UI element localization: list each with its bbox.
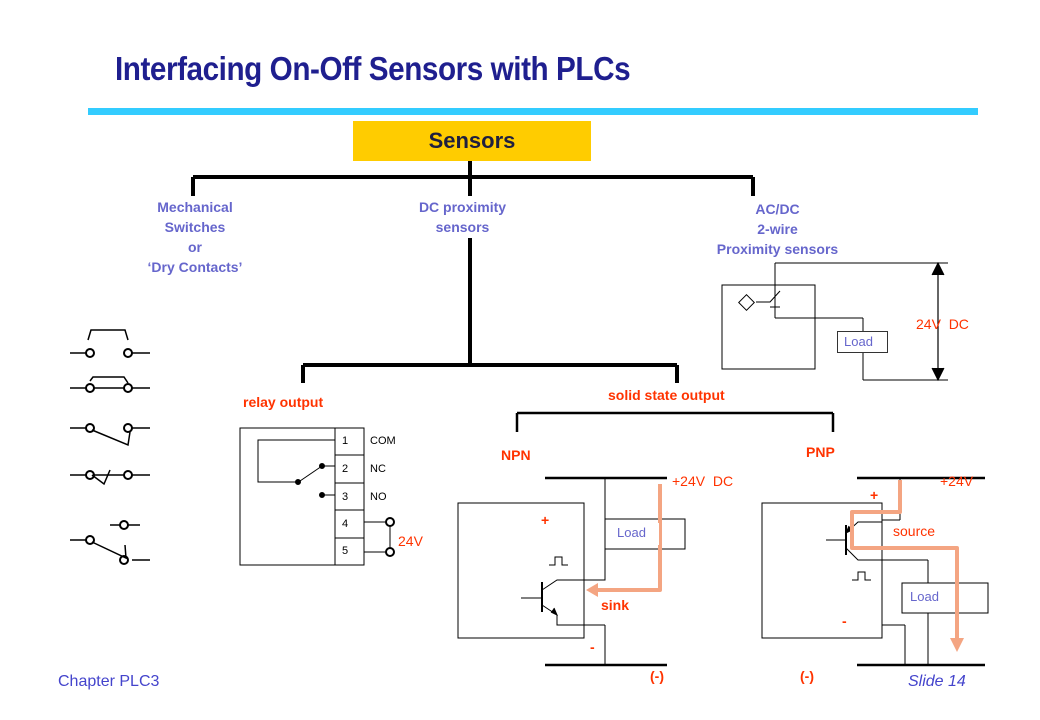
mechanical-switches-label: Mechanical Switches or ‘Dry Contacts’ <box>110 197 280 277</box>
mechanical-line-4: ‘Dry Contacts’ <box>147 259 243 275</box>
acdc-circuit <box>721 261 948 382</box>
pnp-source-label: source <box>893 523 936 539</box>
npn-minus-sign: - <box>590 639 595 655</box>
npn-plus-sign: + <box>541 512 550 528</box>
npn-circuit <box>457 476 686 667</box>
relay-no-label: NO <box>370 491 387 503</box>
dc-proximity-label: DC proximity sensors <box>380 197 545 237</box>
dc-proximity-line-1: DC proximity <box>418 199 507 215</box>
current-path-arrows <box>598 480 959 640</box>
acdc-proximity-label: AC/DC 2-wire Proximity sensors <box>690 199 865 259</box>
relay-pin-5: 5 <box>342 545 349 557</box>
pnp-supply-label: +24V <box>940 473 974 489</box>
acdc-load-box: Load <box>837 331 888 353</box>
relay-output-label: relay output <box>243 394 324 410</box>
relay-com-label: COM <box>370 435 396 447</box>
relay-supply-label: 24V <box>398 533 423 549</box>
page-title: Interfacing On-Off Sensors with PLCs <box>115 50 631 87</box>
relay-pin-1: 1 <box>342 435 349 447</box>
relay-pin-2: 2 <box>342 463 349 475</box>
acdc-voltage-label: 24V DC <box>916 316 969 332</box>
npn-supply-label: +24V DC <box>672 473 734 489</box>
tree-top-connectors <box>191 161 755 383</box>
relay-block <box>239 427 395 566</box>
relay-nc-label: NC <box>370 463 386 475</box>
solid-state-split <box>515 411 835 432</box>
pnp-label: PNP <box>806 444 835 460</box>
pnp-circuit <box>761 476 989 667</box>
relay-pin-3: 3 <box>342 491 349 503</box>
npn-sink-label: sink <box>601 597 630 613</box>
footer-chapter: Chapter PLC3 <box>58 673 160 690</box>
sink-arrowhead <box>586 583 598 597</box>
dc-proximity-line-2: sensors <box>435 219 490 235</box>
npn-label: NPN <box>501 447 531 463</box>
pnp-ground-label: (-) <box>800 668 814 684</box>
pnp-load-label: Load <box>910 589 939 604</box>
title-underline <box>88 108 978 115</box>
mechanical-line-1: Mechanical <box>157 199 233 215</box>
solid-state-output-label: solid state output <box>608 387 725 403</box>
pnp-plus-sign: + <box>870 487 879 503</box>
footer-slide-number: Slide 14 <box>908 673 966 690</box>
npn-ground-label: (-) <box>650 668 664 684</box>
mechanical-line-2: Switches <box>164 219 226 235</box>
pnp-minus-sign: - <box>842 613 847 629</box>
sensors-root-box: Sensors <box>353 121 591 161</box>
npn-load-label: Load <box>611 523 659 545</box>
acdc-line-3: Proximity sensors <box>716 241 839 257</box>
mechanical-line-3: or <box>188 239 202 255</box>
acdc-line-2: 2-wire <box>757 221 798 237</box>
relay-pin-4: 4 <box>342 518 349 530</box>
mechanical-switch-symbols <box>70 329 150 565</box>
acdc-line-1: AC/DC <box>755 201 800 217</box>
source-arrowhead <box>950 638 964 652</box>
